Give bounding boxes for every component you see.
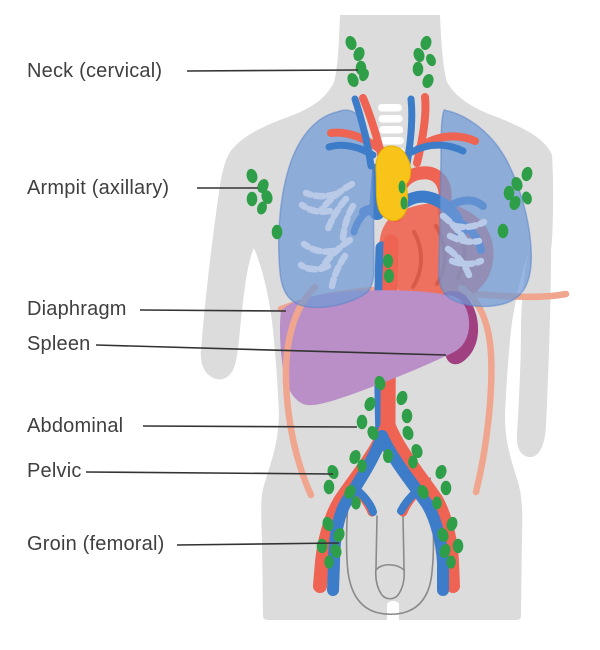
label-neck-cervical: Neck (cervical) — [27, 60, 163, 82]
label-abdominal: Abdominal — [27, 415, 124, 437]
leader-line-neck — [186, 69, 359, 72]
rib-margin-left — [282, 283, 319, 499]
neck-vessels — [325, 93, 479, 170]
genital-outline — [345, 477, 435, 616]
jugular-subclavian-veins — [325, 95, 467, 170]
lymph-nodes-armpit-left — [246, 168, 283, 240]
scrotum-outline — [345, 477, 435, 616]
glans-outline — [375, 563, 405, 571]
leader-line-diaphragm — [139, 309, 287, 312]
trachea-ring — [378, 104, 402, 112]
liver — [279, 290, 470, 406]
lymph-nodes-neck-left — [345, 35, 369, 87]
lymph-nodes-pelvic — [323, 443, 452, 510]
lymph-nodes — [246, 35, 533, 569]
lymph-nodes-neck-right — [412, 35, 436, 89]
trachea-ring — [378, 115, 403, 123]
bronchi-left-lung — [439, 212, 488, 279]
lymph-nodes-mediastinal — [383, 180, 408, 283]
label-pelvic: Pelvic — [27, 460, 82, 482]
lymph-nodes-armpit-right — [497, 166, 533, 239]
bronchi — [297, 180, 488, 290]
leader-line-abdominal — [142, 425, 358, 428]
bronchi-right-lung — [297, 180, 357, 290]
label-groin-femoral: Groin (femoral) — [27, 533, 165, 555]
label-armpit-axillary: Armpit (axillary) — [27, 177, 170, 199]
trachea-ring — [379, 137, 404, 145]
leader-lines — [85, 69, 447, 546]
label-spleen: Spleen — [27, 333, 91, 355]
lymph-nodes-groin — [316, 516, 464, 569]
leader-line-pelvic — [85, 471, 334, 475]
trachea-ring — [379, 126, 404, 134]
leader-line-spleen — [95, 344, 447, 356]
penis-outline — [374, 515, 406, 600]
thymus — [375, 145, 412, 222]
lymph-nodes-abdominal — [356, 375, 414, 441]
leader-line-groin — [176, 542, 340, 546]
label-diaphragm: Diaphragm — [27, 298, 127, 320]
